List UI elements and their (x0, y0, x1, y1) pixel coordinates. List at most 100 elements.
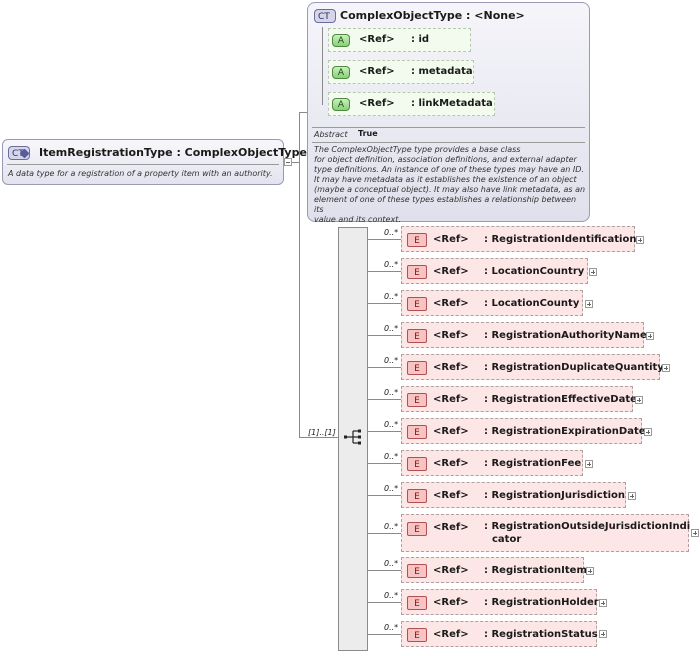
expand-icon[interactable] (662, 364, 670, 372)
element-ref: <Ref> (433, 266, 469, 277)
expand-icon[interactable] (599, 599, 607, 607)
connector-line (368, 634, 402, 635)
attribute-ref: <Ref> (359, 98, 395, 109)
attribute-metadata[interactable]: A <Ref> : metadata (328, 60, 474, 84)
element-icon: E (407, 393, 427, 407)
element-icon: E (407, 628, 427, 642)
connector-line (368, 431, 402, 432)
occurrence-label: 0..* (384, 522, 399, 531)
element-ref: <Ref> (433, 234, 469, 245)
complex-object-type-box[interactable]: CT ComplexObjectType : <None> A <Ref> : … (307, 2, 590, 225)
occurrence-label: 0..* (384, 591, 399, 600)
attribute-ref: <Ref> (359, 34, 395, 45)
expand-icon[interactable] (585, 460, 593, 468)
element-name: : RegistrationHolder (484, 597, 599, 608)
expand-icon[interactable] (635, 396, 643, 404)
expand-icon[interactable] (628, 492, 636, 500)
type-title: ItemRegistrationType : ComplexObjectType (39, 146, 307, 159)
doc-line: It may have metadata as it establishes t… (314, 175, 577, 184)
element-name: : RegistrationItem (484, 565, 587, 576)
element-name: : LocationCounty (484, 298, 580, 309)
connector-line (368, 335, 402, 336)
element-registration-identification[interactable]: E <Ref> : RegistrationIdentification (401, 226, 637, 252)
connector-line (368, 367, 402, 368)
element-icon: E (407, 596, 427, 610)
occurrence-label: 0..* (384, 324, 399, 333)
element-name: : RegistrationEffectiveDate (484, 394, 637, 405)
occurrence-label: 0..* (384, 356, 399, 365)
occurrence-label: 0..* (384, 292, 399, 301)
expand-icon[interactable] (589, 268, 597, 276)
doc-line: The ComplexObjectType type provides a ba… (314, 145, 521, 154)
element-icon: E (407, 265, 427, 279)
connector-line (299, 437, 338, 438)
element-ref: <Ref> (433, 629, 469, 640)
element-name: : RegistrationAuthorityName (484, 330, 647, 341)
base-type-documentation: The ComplexObjectType type provides a ba… (314, 145, 586, 225)
element-ref: <Ref> (433, 298, 469, 309)
sequence-icon (344, 429, 361, 445)
divider (312, 127, 585, 128)
attribute-id[interactable]: A <Ref> : id (328, 28, 471, 52)
element-icon: E (407, 457, 427, 471)
sequence-occurrence: [1]..[1] (308, 428, 336, 437)
collapse-icon[interactable] (284, 158, 292, 166)
attribute-icon: A (332, 34, 350, 47)
element-name-continued: cator (492, 534, 522, 545)
element-registration-expiration-date[interactable]: E <Ref> : RegistrationExpirationDate (401, 418, 646, 444)
item-registration-type-box[interactable]: CT ItemRegistrationType : ComplexObjectT… (2, 139, 307, 185)
element-ref: <Ref> (433, 597, 469, 608)
element-ref: <Ref> (433, 565, 469, 576)
element-registration-outside-jurisdiction-indicator[interactable]: E <Ref> : RegistrationOutsideJurisdictio… (401, 514, 691, 552)
element-ref: <Ref> (433, 330, 469, 341)
attribute-link-metadata[interactable]: A <Ref> : linkMetadata (328, 92, 495, 116)
element-ref: <Ref> (433, 490, 469, 501)
element-registration-jurisdiction[interactable]: E <Ref> : RegistrationJurisdiction (401, 482, 626, 508)
element-location-county[interactable]: E <Ref> : LocationCounty (401, 290, 583, 316)
occurrence-label: 0..* (384, 484, 399, 493)
element-icon: E (407, 489, 427, 503)
element-registration-holder[interactable]: E <Ref> : RegistrationHolder (401, 589, 599, 615)
expand-icon[interactable] (599, 630, 607, 638)
element-name: : RegistrationIdentification (484, 234, 637, 245)
attribute-name: : metadata (411, 66, 473, 77)
element-location-country[interactable]: E <Ref> : LocationCountry (401, 258, 588, 284)
expand-icon[interactable] (586, 567, 594, 575)
element-name: : RegistrationOutsideJurisdictionIndi (484, 521, 691, 532)
expand-icon[interactable] (644, 428, 652, 436)
connector-line (368, 463, 402, 464)
element-icon: E (407, 329, 427, 343)
element-registration-effective-date[interactable]: E <Ref> : RegistrationEffectiveDate (401, 386, 637, 412)
occurrence-label: 0..* (384, 260, 399, 269)
connector-line (368, 399, 402, 400)
element-icon: E (407, 522, 427, 536)
expand-icon[interactable] (585, 300, 593, 308)
occurrence-label: 0..* (384, 388, 399, 397)
element-registration-status[interactable]: E <Ref> : RegistrationStatus (401, 621, 598, 647)
element-registration-authority-name[interactable]: E <Ref> : RegistrationAuthorityName (401, 322, 647, 348)
connector-line (368, 239, 402, 240)
doc-line: for object definition, association defin… (314, 155, 577, 164)
expand-icon[interactable] (691, 529, 699, 537)
property-label: Abstract (314, 130, 348, 139)
element-registration-duplicate-quantity[interactable]: E <Ref> : RegistrationDuplicateQuantity (401, 354, 664, 380)
attribute-ref: <Ref> (359, 66, 395, 77)
element-registration-item[interactable]: E <Ref> : RegistrationItem (401, 557, 587, 583)
sequence-compositor[interactable] (338, 227, 368, 651)
occurrence-label: 0..* (384, 559, 399, 568)
doc-line: value and its context. (314, 215, 401, 224)
element-ref: <Ref> (433, 458, 469, 469)
divider (7, 164, 279, 165)
element-name: : RegistrationFee (484, 458, 582, 469)
complex-type-icon: CT (8, 146, 30, 160)
type-documentation: A data type for a registration of a prop… (8, 169, 273, 178)
element-ref: <Ref> (433, 522, 469, 533)
element-registration-fee[interactable]: E <Ref> : RegistrationFee (401, 450, 583, 476)
connector-line (368, 533, 402, 534)
attribute-icon: A (332, 98, 350, 111)
expand-icon[interactable] (646, 332, 654, 340)
connector-line (368, 271, 402, 272)
attribute-name: : id (411, 34, 430, 45)
expand-icon[interactable] (636, 236, 644, 244)
element-name: : LocationCountry (484, 266, 585, 277)
